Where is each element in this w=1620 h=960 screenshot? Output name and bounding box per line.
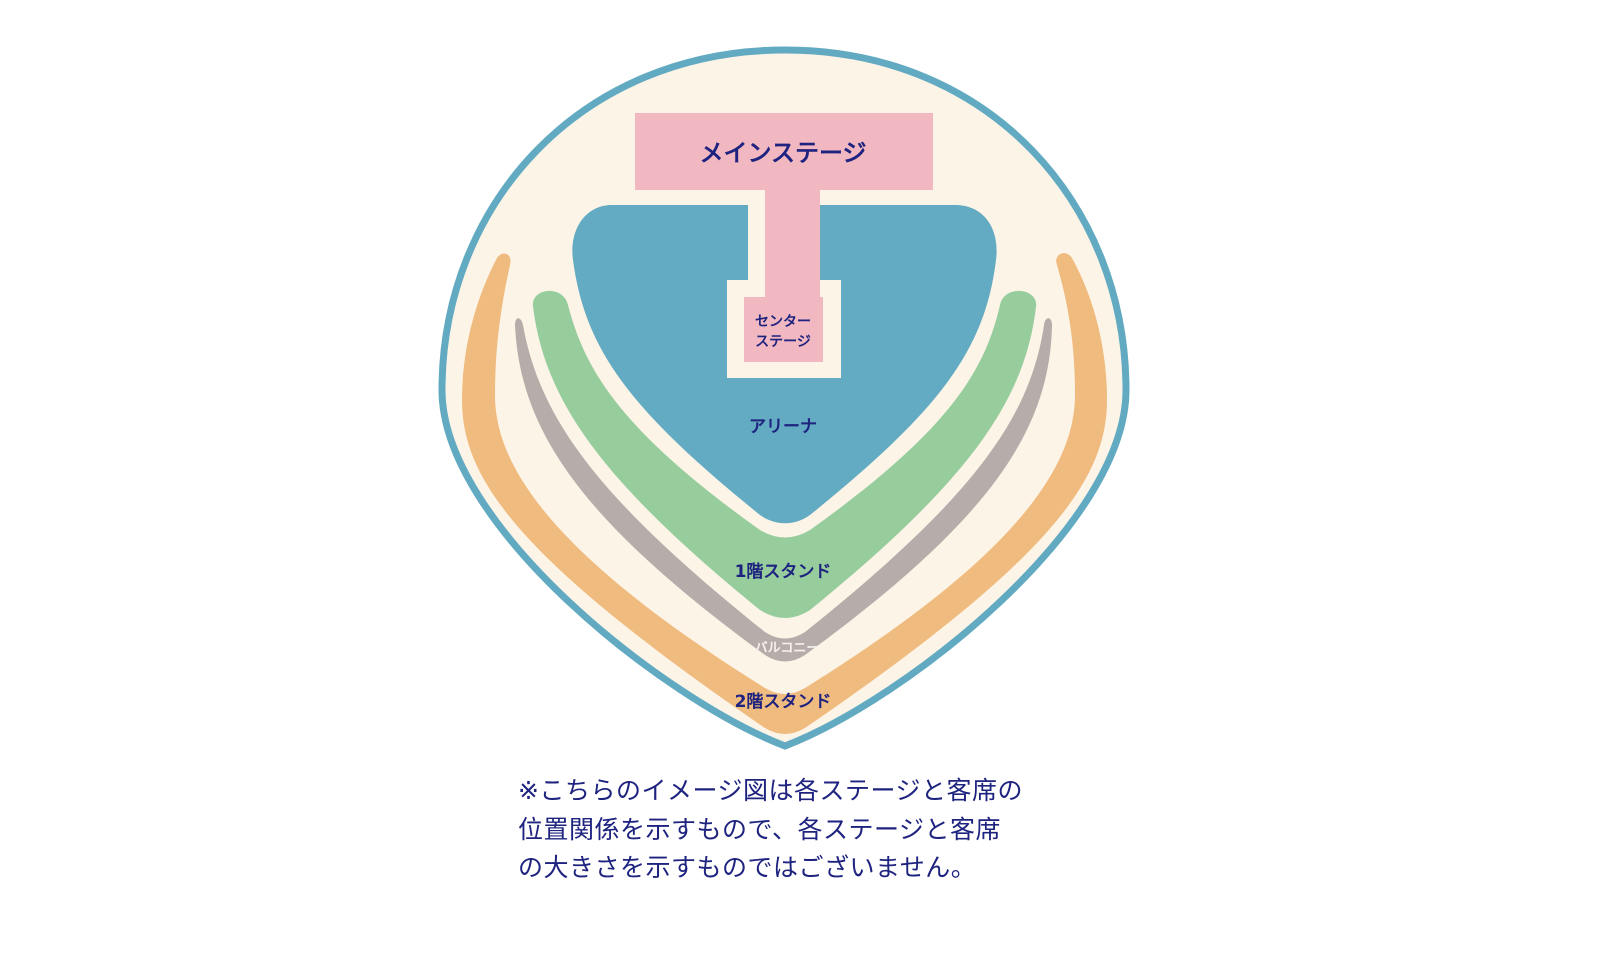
main-stage	[635, 113, 933, 190]
disclaimer-line: の大きさを示すものではございません。	[518, 853, 977, 882]
disclaimer-line: ※こちらのイメージ図は各ステージと客席の	[518, 776, 1023, 805]
stand-2f-label: 2階スタンド	[735, 692, 832, 712]
stand-2f-section	[462, 253, 1107, 734]
center-stage-label-line2: ステージ	[755, 334, 811, 350]
arena-section	[572, 205, 997, 524]
stand-1f-section	[532, 290, 1037, 618]
arena-label: アリーナ	[749, 417, 817, 437]
stand-1f-label: 1階スタンド	[735, 562, 832, 582]
stage-runway	[765, 190, 820, 300]
main-stage-label: メインステージ	[699, 139, 866, 167]
center-stage	[744, 297, 823, 362]
disclaimer-line: 位置関係を示すもので、各ステージと客席	[518, 814, 1002, 844]
balcony-label: バルコニー	[755, 641, 820, 656]
center-stage-label-line1: センター	[755, 314, 811, 330]
disclaimer-note: ※こちらのイメージ図は各ステージと客席の 位置関係を示すもので、各ステージと客席…	[518, 772, 1023, 888]
